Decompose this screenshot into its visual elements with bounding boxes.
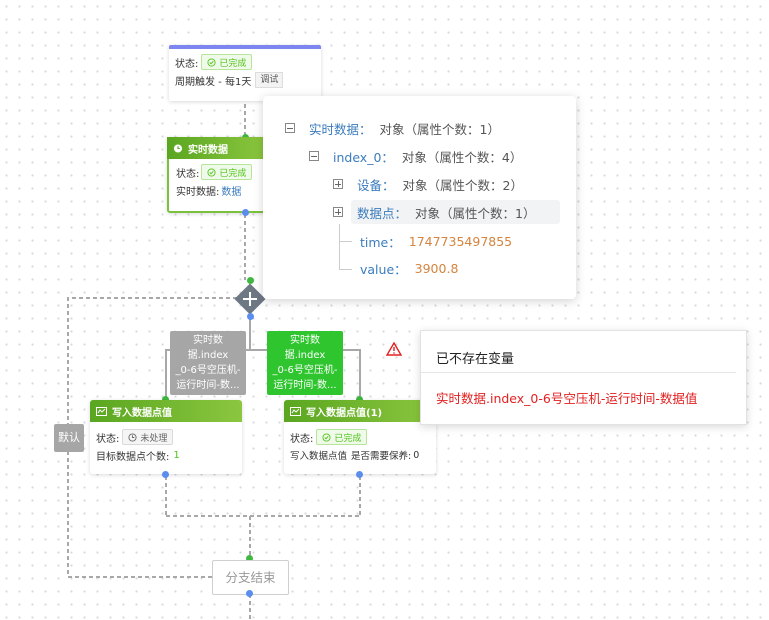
write2-in-port[interactable] (356, 396, 363, 403)
warning-icon[interactable] (386, 342, 402, 356)
save-value: 0 (413, 449, 420, 461)
json-value: 对象（属性个数：1） (379, 121, 500, 137)
json-number: 3900.8 (414, 260, 459, 276)
write1-status-row: 状态: 未处理 (90, 428, 242, 446)
json-value: 对象（属性个数：2） (402, 177, 523, 193)
realtime-data-row: 实时数据: 数据 (169, 181, 265, 199)
clock-icon (173, 143, 183, 153)
json-row-highlight (351, 200, 560, 224)
status-label: 状态: (176, 168, 200, 180)
missing-variable-popup: 已不存在变量 实时数据.index_0-6号空压机-运行时间-数据值 (420, 330, 747, 425)
write1-target-row: 目标数据点个数: 1 (90, 446, 242, 464)
condition-line: 实时数据.index (187, 335, 229, 361)
json-key: 数据点： (357, 205, 408, 221)
json-row-time: time： 1747735497855 (360, 230, 512, 252)
realtime-out-port[interactable] (242, 209, 249, 216)
check-circle-icon (207, 57, 216, 67)
write1-in-port[interactable] (162, 396, 169, 403)
condition-line: 实时数据.index (284, 335, 326, 361)
trigger-desc-row: 周期触发 - 每1天 调试 (169, 71, 321, 89)
expand-icon[interactable] (333, 207, 343, 217)
status-badge-text: 已完成 (219, 58, 247, 69)
write2-title: 写入数据点值(1) (306, 407, 383, 419)
json-row-root[interactable]: 实时数据： 对象（属性个数：1） (285, 117, 500, 139)
status-badge-text: 已完成 (334, 433, 362, 444)
collapse-icon[interactable] (309, 151, 319, 161)
status-label: 状态: (290, 433, 314, 445)
branch-condition-left[interactable]: 实时数据.index _0-6号空压机- 运行时间-数... (170, 331, 246, 395)
write-label: 写入数据点值 (290, 451, 348, 462)
realtime-data-link[interactable]: 数据 (221, 186, 242, 198)
check-circle-icon (207, 167, 216, 177)
json-key: 设备： (357, 177, 395, 193)
branch-end-in-port[interactable] (246, 555, 253, 562)
default-branch-label[interactable]: 默认 (54, 424, 84, 452)
branch-condition-right[interactable]: 实时数据.index _0-6号空压机- 运行时间-数... (267, 331, 343, 395)
json-key: time： (360, 234, 401, 250)
write2-info-row: 写入数据点值 是否需要保养: 0 (284, 446, 436, 464)
condition-line: 运行时间-数... (176, 380, 240, 391)
data-preview-popup: 实时数据： 对象（属性个数：1） index_0： 对象（属性个数：4） 设备：… (263, 96, 576, 299)
write-datapoint-node-1[interactable]: 写入数据点值(1) 状态: 已完成 写入数据点值 是否需要保养: 0 (284, 400, 436, 474)
target-value: 1 (173, 449, 180, 461)
realtime-status-row: 状态: 已完成 (169, 163, 265, 181)
check-circle-icon (322, 432, 331, 442)
write1-title: 写入数据点值 (112, 407, 172, 419)
warning-title: 已不存在变量 (436, 352, 515, 367)
status-badge: 已完成 (201, 54, 253, 70)
trigger-desc: 周期触发 - 每1天 (175, 76, 252, 88)
json-value: 对象（属性个数：1） (415, 205, 536, 221)
status-badge: 未处理 (122, 429, 174, 445)
json-number: 1747735497855 (408, 233, 513, 249)
json-key: index_0： (333, 149, 394, 165)
tree-line (339, 224, 352, 242)
collapse-icon[interactable] (285, 123, 295, 133)
write2-status-row: 状态: 已完成 (284, 428, 436, 446)
target-label: 目标数据点个数: (96, 451, 170, 463)
json-key: 实时数据： (309, 121, 372, 137)
realtime-data-label: 实时数据: (176, 186, 220, 198)
status-label: 状态: (96, 433, 120, 445)
write-icon (290, 406, 301, 416)
condition-line: 运行时间-数... (273, 380, 337, 391)
condition-line: _0-6号空压机- (272, 365, 338, 376)
status-badge: 已完成 (316, 429, 368, 445)
write2-header: 写入数据点值(1) (284, 400, 436, 422)
debug-button[interactable]: 调试 (255, 72, 284, 88)
trigger-status-row: 状态: 已完成 (169, 53, 321, 71)
tree-line (339, 241, 352, 270)
plus-icon (243, 292, 257, 306)
write2-out-port[interactable] (356, 471, 363, 478)
realtime-node-title: 实时数据 (188, 144, 228, 156)
realtime-node-header: 实时数据 (167, 137, 267, 159)
warning-message: 实时数据.index_0-6号空压机-运行时间-数据值 (436, 391, 698, 406)
realtime-data-node[interactable]: 实时数据 状态: 已完成 实时数据: 数据 (167, 137, 267, 213)
branch-gateway[interactable] (234, 283, 266, 315)
expand-icon[interactable] (333, 179, 343, 189)
status-badge-text: 已完成 (219, 168, 247, 179)
gateway-in-port[interactable] (247, 277, 254, 284)
write1-out-port[interactable] (162, 471, 169, 478)
save-label: 是否需要保养: (351, 451, 412, 462)
status-label: 状态: (175, 58, 199, 70)
branch-end-out-port[interactable] (246, 590, 253, 597)
json-value: 对象（属性个数：4） (401, 149, 523, 165)
gateway-out-port[interactable] (247, 313, 254, 320)
status-badge-text: 未处理 (140, 433, 168, 444)
status-badge: 已完成 (201, 164, 253, 180)
condition-line: _0-6号空压机- (175, 365, 241, 376)
write1-header: 写入数据点值 (90, 400, 242, 422)
json-row-datapoint[interactable]: 数据点： 对象（属性个数：1） (333, 201, 535, 223)
trigger-node[interactable]: 状态: 已完成 周期触发 - 每1天 调试 (169, 45, 321, 101)
warning-divider (421, 372, 736, 373)
write-datapoint-node[interactable]: 写入数据点值 状态: 未处理 目标数据点个数: 1 (90, 400, 242, 474)
clock-icon (128, 432, 137, 442)
json-row-value: value： 3900.8 (360, 257, 458, 279)
json-row-device[interactable]: 设备： 对象（属性个数：2） (333, 173, 523, 195)
write-icon (96, 406, 107, 416)
json-row-index[interactable]: index_0： 对象（属性个数：4） (309, 145, 522, 167)
json-key: value： (360, 261, 407, 277)
